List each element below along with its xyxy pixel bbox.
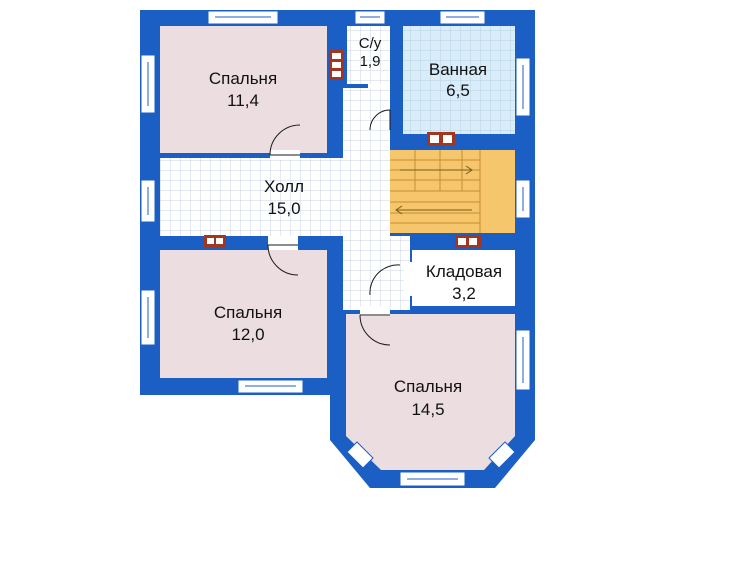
storage	[412, 250, 515, 306]
windows	[140, 10, 531, 487]
bedroom-nw-name: Спальня	[209, 69, 277, 88]
wc	[347, 26, 390, 84]
wc-name: С/у	[359, 35, 382, 52]
bedroom-se-name: Спальня	[394, 377, 462, 396]
chimneys	[204, 50, 481, 248]
hall-name: Холл	[264, 177, 304, 196]
bedroom-sw	[160, 250, 327, 378]
hall	[160, 88, 410, 310]
bedroom-se	[346, 314, 515, 470]
bathroom	[403, 26, 515, 134]
hall-area: 15,0	[267, 199, 300, 218]
bedroom-nw-area: 11,4	[227, 91, 259, 110]
bedroom-nw	[160, 26, 327, 153]
bedroom-sw-name: Спальня	[214, 303, 282, 322]
storage-area: 3,2	[452, 284, 476, 303]
storage-name: Кладовая	[426, 262, 502, 281]
bedroom-se-area: 14,5	[411, 400, 444, 419]
bathroom-name: Ванная	[429, 60, 487, 79]
wc-area: 1,9	[360, 53, 381, 70]
doors	[267, 84, 412, 346]
bedroom-sw-area: 12,0	[231, 325, 264, 344]
staircase	[390, 150, 515, 233]
bathroom-area: 6,5	[446, 81, 470, 100]
